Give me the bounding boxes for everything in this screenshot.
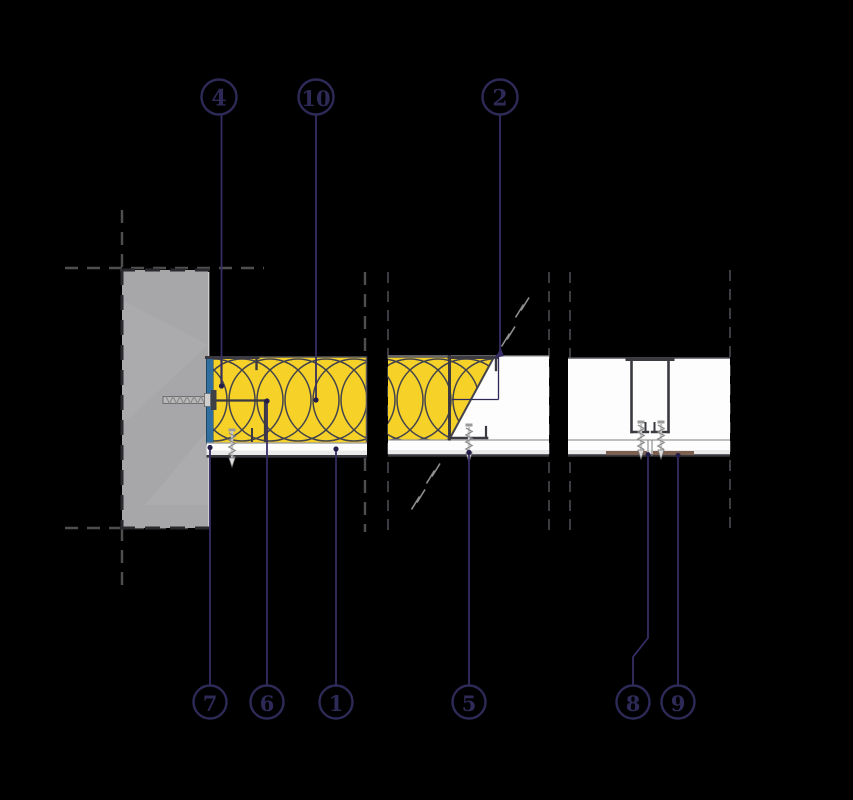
wall-anchor: [162, 390, 217, 410]
leader-2-arrowhead: [494, 348, 504, 358]
callouts-bottom: 7 6 1 5 8 9: [192, 684, 696, 720]
callout-6-circle: [249, 684, 285, 720]
section-3: [568, 357, 730, 461]
joint-filler-right: [653, 451, 694, 455]
callout-2-circle: [481, 78, 519, 116]
callout-1-label: 1: [329, 691, 344, 716]
leader-8-dot: [645, 452, 651, 457]
plenum-3: [568, 358, 730, 440]
callout-2-label: 2: [492, 86, 507, 112]
joint-filler-left: [606, 451, 647, 455]
cut-break-marks: [410, 297, 530, 510]
anchor-thread: [165, 395, 209, 405]
callout-7-label: 7: [203, 691, 218, 716]
callout-9-label: 9: [671, 691, 686, 716]
board-3-shade: [568, 450, 730, 455]
leader-lines: [207, 114, 681, 686]
callout-10-circle: [297, 78, 335, 116]
break-mark: [500, 326, 516, 347]
leader-8: [632, 456, 649, 686]
section-1: [205, 356, 368, 469]
break-mark: [425, 463, 441, 484]
callouts-top: 4 10 2: [200, 78, 519, 116]
section-2: [388, 355, 549, 464]
board-1-shade: [206, 450, 367, 456]
callout-10-label: 10: [301, 86, 330, 111]
callout-8-circle: [615, 684, 651, 720]
break-mark: [514, 297, 530, 318]
break-mark: [410, 489, 426, 510]
callout-5-circle: [451, 684, 487, 720]
callout-5-label: 5: [462, 691, 477, 716]
callout-9-circle: [660, 684, 696, 720]
leader-7-dot: [207, 444, 213, 451]
callout-4-label: 4: [211, 86, 226, 112]
callout-6-label: 6: [260, 691, 275, 716]
anchor-plate: [204, 393, 211, 407]
construction-lines: [65, 210, 731, 586]
insulation-cut-edge: [448, 356, 495, 441]
leader-1-dot: [333, 446, 339, 452]
leader-6-dot: [264, 398, 270, 404]
callout-7-circle: [192, 684, 228, 720]
leader-9-dot: [675, 452, 681, 459]
callout-8-label: 8: [626, 691, 641, 716]
insulation-2-hatch: [388, 357, 494, 440]
anchor-washer: [211, 390, 217, 410]
callout-1-circle: [318, 684, 354, 720]
callout-4-circle: [200, 78, 238, 116]
leader-10-dot: [313, 397, 319, 403]
leader-5-dot: [466, 449, 472, 456]
wall-facet: [122, 300, 208, 425]
wall-facet: [145, 430, 208, 505]
leader-4-dot: [218, 383, 225, 389]
